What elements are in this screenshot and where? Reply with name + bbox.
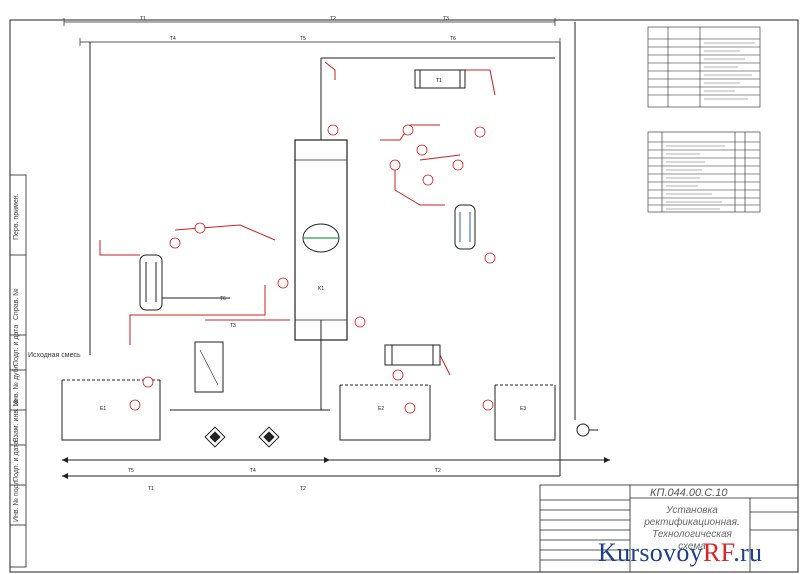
title-block [539, 484, 799, 573]
top-dimension-labels: Т1 Т2 Т3 Т4 Т5 Т6 [140, 16, 456, 42]
pump-2 [258, 426, 280, 448]
pump-1 [204, 426, 226, 448]
flow-arrows [62, 457, 610, 479]
svg-text:Т6: Т6 [450, 36, 456, 42]
legend-table-1-rows [704, 42, 755, 100]
legend-table-2 [647, 131, 761, 213]
rectification-column: K1 [294, 139, 348, 341]
heat-exchanger-right [454, 204, 476, 250]
side-label-7: Инв. № подл. [13, 478, 20, 522]
svg-text:Т2: Т2 [300, 486, 306, 492]
legend-table-1 [647, 26, 761, 108]
drawing-title-line-1: Установка [666, 505, 718, 516]
main-piping [62, 22, 610, 477]
legend-table-2-rows [666, 145, 725, 210]
svg-text:Т3: Т3 [230, 323, 236, 329]
condenser-top: Т1 [414, 69, 466, 89]
instrument-bubbles [129, 124, 496, 414]
svg-text:Т2: Т2 [435, 468, 441, 474]
svg-text:Т2: Т2 [330, 16, 336, 22]
watermark-main: Kursovoy [598, 538, 703, 567]
watermark-accent: RF [702, 538, 734, 567]
svg-text:Т1: Т1 [140, 16, 146, 22]
side-label-2: Справ. № [13, 288, 20, 320]
svg-text:E1: E1 [100, 406, 106, 412]
drawing-title-line-2: ректификационная. [644, 517, 740, 528]
svg-text:Т5: Т5 [300, 36, 306, 42]
svg-text:K1: K1 [318, 286, 324, 292]
svg-text:Т4: Т4 [250, 468, 256, 474]
heat-exchanger-left [139, 254, 230, 311]
svg-text:E2: E2 [378, 406, 384, 412]
reboiler [194, 341, 224, 393]
side-label-1: Перв. примен. [13, 193, 20, 240]
vapour-piping [170, 57, 430, 411]
inlet-note: Исходная смесь [28, 352, 81, 359]
watermark-tail: .ru [733, 538, 763, 567]
side-strip [9, 174, 27, 568]
heat-exchanger-middle [384, 344, 441, 366]
svg-text:Т6: Т6 [220, 296, 226, 302]
drawing-title-line-3: Технологическая [652, 529, 732, 540]
svg-text:E3: E3 [520, 406, 526, 412]
side-label-6: Подп. и дата [13, 440, 20, 482]
side-label-5: Взам. инв. № [13, 398, 20, 442]
svg-text:Т3: Т3 [443, 16, 449, 22]
svg-text:Т5: Т5 [128, 468, 134, 474]
side-label-3: Подп. и дата [13, 324, 20, 366]
svg-text:Т1: Т1 [436, 78, 442, 84]
drawing-title: Установка ректификационная. Технологичес… [636, 505, 748, 553]
top-dimension-lines [63, 18, 561, 46]
svg-text:Т1: Т1 [148, 486, 154, 492]
drawing-number: КП.044.00.С.10 [650, 487, 728, 499]
drain-symbol [576, 423, 598, 437]
drawing-title-line-4: схема [678, 541, 706, 552]
site-watermark[interactable]: KursovoyRF.ru [598, 538, 762, 568]
svg-text:Т4: Т4 [170, 36, 176, 42]
